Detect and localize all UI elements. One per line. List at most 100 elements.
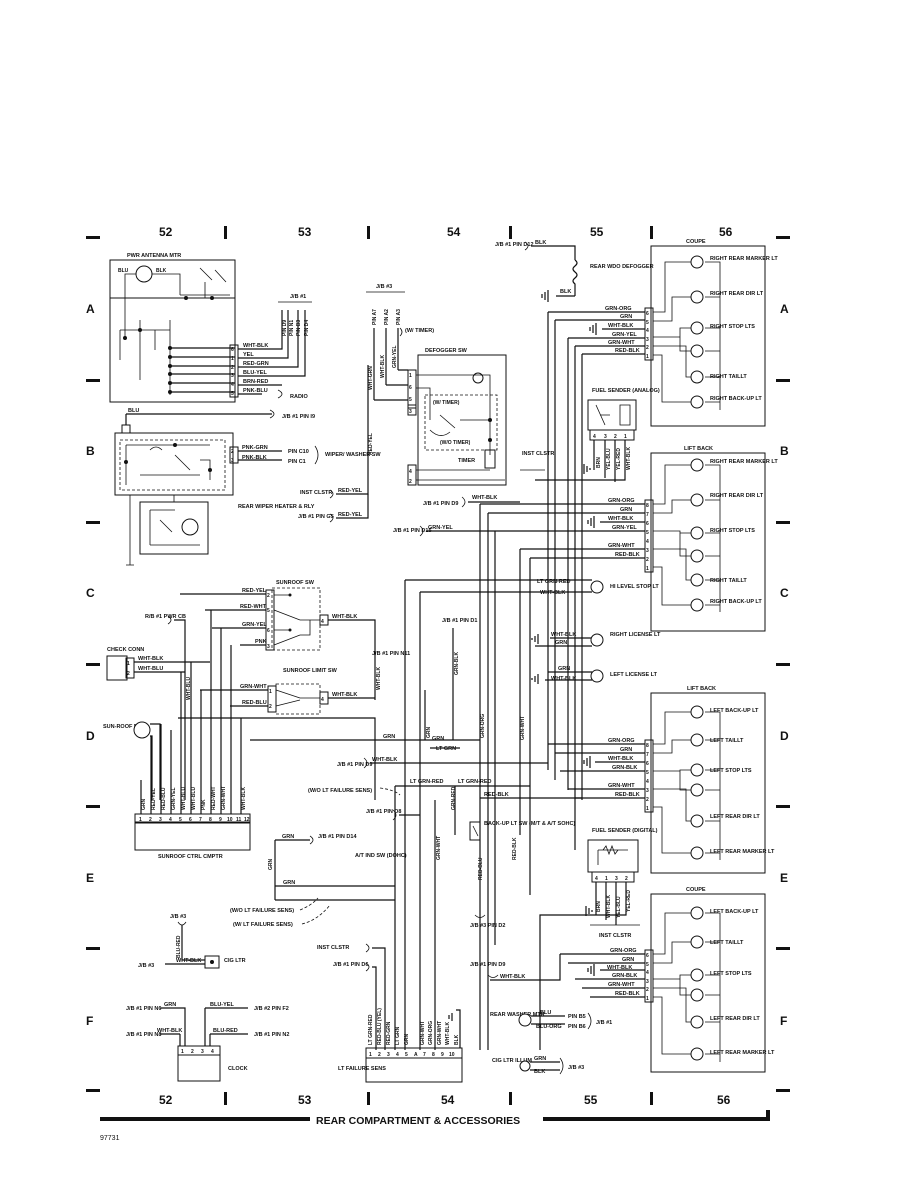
wire-label: BLK	[535, 240, 546, 246]
clock-pin-label: J/B #2 PIN F2	[254, 1006, 289, 1012]
column-label: 54	[441, 1093, 455, 1107]
wire-label: PNK-BLU	[243, 388, 268, 394]
row-label: B	[780, 444, 789, 458]
backup-sw-label: BACK-UP LT SW (M/T & A/T SOHC)	[484, 821, 575, 827]
cig-ltr-illum: CIG LTR ILLUM GRN BLK J/B #3	[492, 1056, 584, 1075]
svg-text:2: 2	[267, 593, 270, 599]
w-lt-failure-label: (W/ LT FAILURE SENS)	[233, 922, 293, 928]
grid-left: A B C D E F	[86, 236, 100, 1092]
svg-text:12: 12	[244, 817, 250, 823]
sunroof-limit-switch: SUNROOF LIMIT SW 1 2 4 GRN-WHT RED-BLU W…	[178, 651, 410, 800]
failure-wire-label: GRN-WHT	[437, 1021, 443, 1045]
jb1-pin-d9-mid: J/B #1 PIN D9 WHT-BLK	[337, 757, 548, 769]
wire-label: YEL-BLU	[616, 896, 622, 918]
failure-wire-label: GRN	[404, 1034, 410, 1046]
sunroof-motor-icon	[133, 721, 151, 739]
jb-pin-label: J/B #1 PIN D14	[318, 834, 357, 840]
lamp-bulb-icon	[690, 344, 704, 358]
wire-label: WHT-BLU	[186, 677, 192, 700]
wire-label: PNK	[255, 639, 267, 645]
svg-text:7: 7	[199, 817, 202, 823]
wire-label: GRN-YEL	[428, 525, 453, 531]
jb-pin-label: J/B #1 PIN D15	[393, 528, 432, 534]
wire-label: WHT-BLK	[176, 958, 201, 964]
svg-text:2: 2	[646, 345, 649, 351]
wire-label: WHT-BLK	[551, 676, 576, 682]
svg-text:4: 4	[593, 434, 596, 440]
jb3-label: J/B #3	[568, 1065, 584, 1071]
sunroof-motor: SUN-ROOF MTR	[103, 721, 161, 800]
wire-label: GRN-WHT	[436, 836, 442, 860]
svg-text:3: 3	[646, 548, 649, 554]
svg-text:6: 6	[267, 628, 270, 634]
coupe-left-label: COUPE	[686, 887, 706, 893]
wire-label: GRN	[432, 736, 444, 742]
jb3-label: J/B #3	[170, 914, 186, 920]
svg-text:4: 4	[646, 779, 649, 785]
wire-label: GRN	[622, 957, 634, 963]
limit-sw-label: SUNROOF LIMIT SW	[283, 668, 338, 674]
wire-label: GRN-YEL	[612, 332, 637, 338]
lamp-label: RIGHT BACK-UP LT	[710, 599, 762, 605]
lamp-label: LEFT BACK-UP LT	[710, 708, 759, 714]
lamp-bulb-icon	[690, 370, 704, 384]
svg-text:4: 4	[321, 619, 324, 625]
liftback-label: LIFT BACK	[684, 446, 713, 452]
motor-icon	[135, 265, 153, 283]
fuel-sender-analog: FUEL SENDER (ANALOG) 4 3 2 1 BRN YEL-BLU…	[520, 388, 660, 482]
wire-label: WHT-BLK	[608, 323, 633, 329]
row-label: B	[86, 444, 95, 458]
jb-pin-label: J/B #1 PIN D9	[337, 762, 372, 768]
failure-wire-label: LT GRN	[395, 1026, 401, 1045]
ctrl-wire-label: GRN-WHT	[221, 786, 227, 810]
license-lamp-icon	[590, 669, 604, 683]
jb3-label: J/B #3	[376, 284, 392, 290]
wire-label: GRN-RED	[451, 786, 457, 810]
svg-text:5: 5	[646, 320, 649, 326]
pin-label: PIN D4	[304, 320, 310, 336]
wire-label: GRN-WHT	[240, 684, 267, 690]
wire-label: WHT-GRN	[368, 366, 374, 390]
wire-label: GRN-WHT	[520, 716, 526, 740]
column-label: 55	[590, 225, 604, 239]
wo-timer-inner-label: (W/O TIMER)	[440, 440, 471, 446]
svg-text:3: 3	[201, 1049, 204, 1055]
lt-failure-sensor: 1 2 3 4 5 A 7 8 9 10 LT GRN-RED RED-BLU …	[338, 1008, 463, 1083]
lamp-label: RIGHT REAR MARKER LT	[710, 459, 778, 465]
lamp-bulb-icon	[690, 733, 704, 747]
inst-clstr-bottom: INST CLSTR J/B #1 PIN D6 J/B #1 PIN D9 W…	[317, 943, 561, 1050]
svg-text:1: 1	[646, 996, 649, 1002]
wire-label: BLK	[534, 1069, 545, 1075]
license-lamp-icon	[590, 633, 604, 647]
power-antenna-motor: PWR ANTENNA MTR BLU BLK 6 1 2 3 4 5 WHT-…	[109, 253, 312, 403]
svg-text:5: 5	[179, 817, 182, 823]
svg-text:4: 4	[396, 1052, 399, 1058]
svg-text:4: 4	[231, 382, 234, 388]
svg-text:3: 3	[646, 979, 649, 985]
svg-text:6: 6	[646, 953, 649, 959]
svg-text:5: 5	[646, 962, 649, 968]
wire-label: RED-BLK	[512, 837, 518, 860]
defogger-sw-label: DEFOGGER SW	[425, 348, 468, 354]
washer-wire-label: BLU	[540, 1010, 551, 1016]
svg-text:1: 1	[646, 566, 649, 572]
lamp-label: LEFT STOP LTS	[710, 971, 752, 977]
jb-pin-label: J/B #1 PIN D9	[423, 501, 458, 507]
ctrl-wire-label: WHT-BLU	[191, 787, 197, 810]
wire-label: WHT-BLK	[500, 974, 525, 980]
wire-label: BLU-YEL	[243, 370, 267, 376]
blu-line: BLU J/B #1 PIN I9	[121, 408, 315, 434]
wire-label: WHT-BLK	[540, 590, 565, 596]
svg-text:8: 8	[646, 503, 649, 509]
lamp-label: LEFT REAR DIR LT	[710, 814, 760, 820]
column-label: 53	[298, 225, 312, 239]
wire-label: BLK	[560, 289, 571, 295]
wire-label: GRN-YEL	[612, 525, 637, 531]
svg-text:6: 6	[231, 347, 234, 353]
svg-text:2: 2	[191, 1049, 194, 1055]
svg-text:4: 4	[321, 697, 324, 703]
svg-text:4: 4	[646, 970, 649, 976]
timer-box	[484, 449, 496, 469]
wire-label: YEL-RED	[616, 448, 622, 470]
